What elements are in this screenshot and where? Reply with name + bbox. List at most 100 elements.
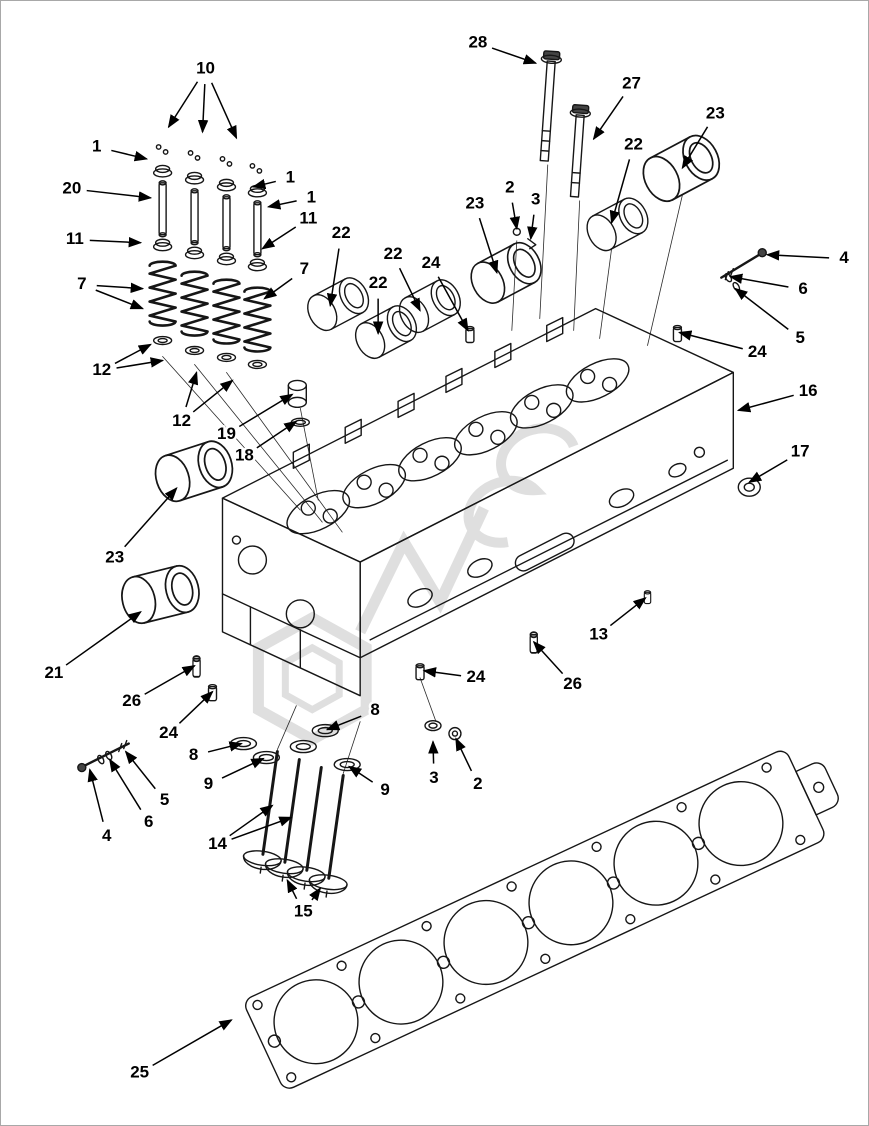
callout-leader-15	[286, 878, 298, 900]
callout-leader-11	[89, 236, 143, 248]
valve-2	[264, 758, 304, 882]
callout-label-15-47: 15	[294, 902, 313, 921]
callout-label-25-48: 25	[130, 1062, 149, 1081]
callout-label-2-13: 2	[505, 177, 514, 196]
nut-2-lower	[448, 726, 462, 741]
callout-label-13-33: 13	[589, 624, 608, 643]
ball-2-upper	[512, 227, 522, 236]
callout-leader-26	[532, 640, 564, 675]
head-bolt-28	[539, 50, 563, 162]
callout-leader-5	[124, 750, 156, 790]
callout-label-23-12: 23	[465, 193, 484, 212]
callout-leader-3	[527, 214, 538, 241]
sleeve-22-b	[349, 300, 423, 365]
callout-leader-17	[747, 459, 788, 483]
washer-3-lower	[424, 719, 442, 732]
watermark-zigzag	[355, 505, 489, 635]
valve-keepers	[155, 144, 263, 174]
callout-leader-2	[509, 202, 520, 231]
callout-label-26-34: 26	[563, 674, 582, 693]
callout-leader-5	[734, 287, 789, 330]
callout-label-10-4: 10	[196, 59, 215, 78]
callout-label-24-35: 24	[159, 723, 178, 742]
callout-label-22-3: 22	[624, 134, 643, 153]
callout-leader-15	[309, 887, 322, 902]
callout-leader-19	[238, 393, 294, 428]
callout-label-6-44: 6	[144, 812, 153, 831]
callout-leader-1	[111, 149, 149, 162]
callout-label-22-17: 22	[369, 273, 388, 292]
valve-1	[242, 750, 282, 874]
callout-label-24-37: 24	[466, 667, 485, 686]
callout-label-23-30: 23	[105, 547, 124, 566]
callout-label-14-46: 14	[208, 834, 227, 853]
callout-label-8-36: 8	[370, 700, 379, 719]
callout-label-22-11: 22	[332, 223, 351, 242]
callout-label-1-6: 1	[286, 167, 295, 186]
callout-label-3-14: 3	[531, 189, 540, 208]
head-bolt-27	[569, 104, 591, 198]
callout-leader-8	[207, 741, 243, 753]
callout-leader-10	[197, 84, 209, 134]
callout-leader-22	[398, 267, 421, 312]
callout-leader-21	[65, 611, 142, 666]
valve-3	[286, 766, 326, 890]
callout-leader-12	[192, 379, 234, 413]
valve-springs	[148, 260, 272, 353]
callout-leader-24	[677, 330, 743, 350]
sleeve-23-mid	[463, 236, 549, 310]
callout-leader-22	[326, 248, 340, 308]
callout-leader-26	[144, 665, 196, 695]
callout-label-1-5: 1	[92, 136, 101, 155]
bolt-set-upper-right	[720, 248, 767, 292]
callout-leader-7	[263, 277, 293, 300]
watermark-hexagon-inner	[281, 643, 343, 714]
callout-leader-10	[167, 81, 199, 129]
head-end-ports	[231, 535, 315, 629]
head-gasket	[245, 750, 839, 1089]
callout-label-20-8: 20	[62, 178, 81, 197]
bolt-set-lower-left	[77, 739, 130, 773]
gasket-end-tab	[795, 762, 839, 816]
callout-leader-8	[325, 715, 362, 731]
callout-label-18-28: 18	[235, 446, 254, 465]
callout-label-27-1: 27	[622, 74, 641, 93]
callout-label-7-20: 7	[77, 274, 86, 293]
artwork	[77, 50, 839, 1089]
cup-19	[287, 379, 307, 409]
clip-3-upper	[527, 238, 537, 250]
gasket-bolt-holes	[252, 762, 806, 1083]
callout-leader-11	[261, 226, 297, 250]
callout-leader-13	[609, 596, 647, 627]
callout-label-2-40: 2	[473, 774, 482, 793]
callout-label-11-9: 11	[66, 229, 84, 248]
valve-guides	[158, 180, 262, 258]
callout-leader-6	[728, 273, 789, 288]
callout-label-16-25: 16	[799, 381, 818, 400]
sleeve-21	[116, 561, 205, 628]
callout-label-23-2: 23	[706, 104, 725, 123]
head-block	[221, 307, 735, 697]
valves-group	[242, 750, 348, 898]
callout-leader-16	[736, 394, 794, 413]
plug-13	[643, 590, 652, 605]
callout-leader-1	[251, 178, 276, 190]
sleeve-22-a	[301, 272, 376, 337]
watermark-hexagon	[252, 611, 372, 746]
callout-label-17-29: 17	[791, 442, 810, 461]
callout-label-7-21: 7	[300, 259, 309, 278]
callout-label-9-42: 9	[380, 780, 389, 799]
sleeve-23-left	[148, 435, 239, 507]
callout-leader-6	[108, 758, 142, 811]
sleeves-group	[116, 128, 728, 628]
callout-leader-23	[478, 217, 499, 275]
callout-leader-9	[221, 757, 265, 779]
head-front-openings	[407, 446, 706, 608]
callout-leader-14	[231, 816, 293, 840]
callout-label-1-7: 1	[307, 187, 316, 206]
small-parts	[192, 227, 761, 741]
plug-17	[737, 477, 761, 497]
callout-leader-25	[152, 1019, 233, 1067]
plug-17-inner	[743, 482, 755, 492]
